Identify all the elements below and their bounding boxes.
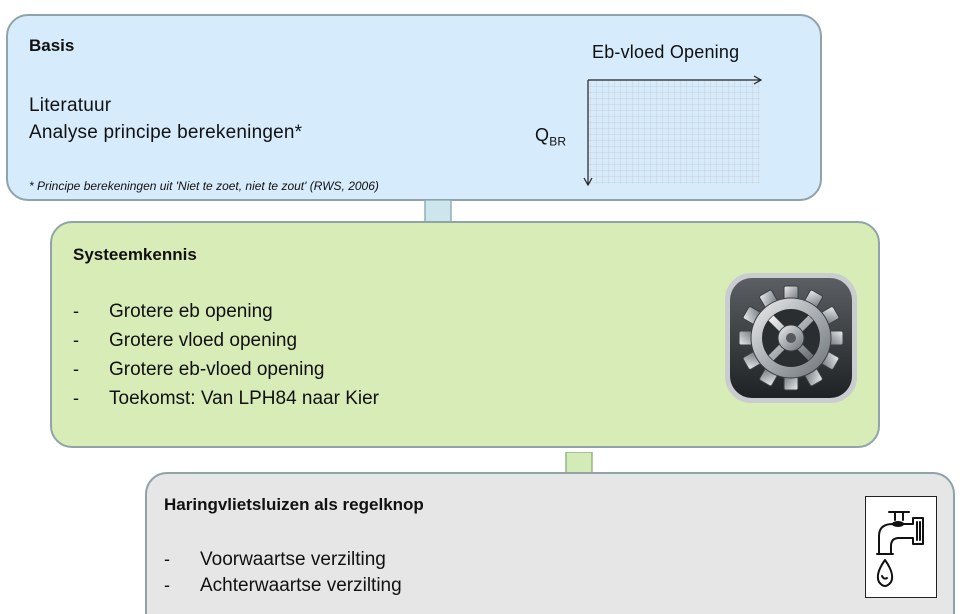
list-dash: - (164, 549, 170, 569)
list-item-label: Achterwaartse verzilting (200, 575, 402, 596)
basis-box: Basis Literatuur Analyse principe bereke… (6, 14, 822, 201)
basis-title: Basis (29, 36, 75, 55)
systeemkennis-title: Systeemkennis (73, 245, 197, 264)
graph-y-arrowhead (583, 177, 593, 187)
basis-analyse: Analyse principe berekeningen* (29, 122, 303, 143)
list-item-label: Grotere eb opening (109, 301, 273, 322)
list-dash: - (73, 301, 79, 321)
haringvliet-title: Haringvlietsluizen als regelknop (164, 495, 424, 514)
list-item-label: Grotere vloed opening (109, 330, 298, 351)
systeemkennis-box: Systeemkennis - Grotere eb opening - Gro… (50, 221, 880, 448)
list-item-label: Toekomst: Van LPH84 naar Kier (109, 388, 380, 409)
list-dash: - (164, 575, 170, 595)
graph-x-label: Eb-vloed Opening (592, 42, 740, 62)
gear-icon (725, 273, 857, 403)
graph-y-label: QBR (535, 125, 566, 149)
graph-grid (588, 80, 760, 184)
graph-y-label-sub: BR (549, 134, 567, 149)
list-item-label: Grotere eb-vloed opening (109, 359, 325, 380)
list-dash: - (73, 359, 79, 379)
graph-y-label-main: Q (535, 125, 550, 145)
haringvliet-box: Haringvlietsluizen als regelknop - Voorw… (145, 472, 955, 614)
list-item-label: Voorwaartse verzilting (200, 549, 386, 570)
list-dash: - (73, 330, 79, 350)
basis-literatuur: Literatuur (29, 95, 112, 116)
basis-footnote: * Principe berekeningen uit 'Niet te zoe… (29, 179, 379, 193)
list-dash: - (73, 388, 79, 408)
water-tap-icon (865, 496, 937, 598)
grid-graph (583, 75, 763, 187)
graph-x-arrowhead (753, 75, 763, 85)
